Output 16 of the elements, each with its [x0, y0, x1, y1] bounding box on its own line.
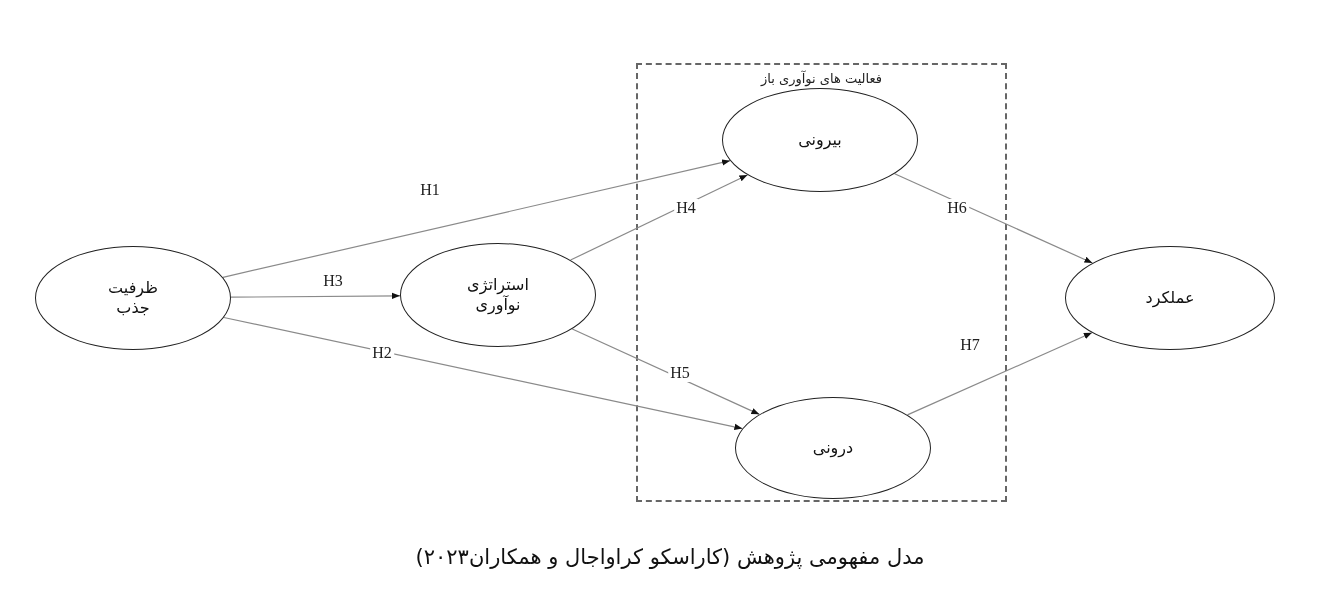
arrow	[223, 316, 743, 431]
construct-label: استراتژی نوآوری	[466, 275, 530, 315]
arrow	[570, 174, 748, 261]
group-title: فعالیت های نوآوری باز	[761, 71, 882, 86]
construct-label: بیرونی	[798, 130, 842, 150]
arrow	[894, 173, 1093, 264]
edge-label: H5	[668, 364, 692, 382]
construct-label: عملکرد	[1145, 288, 1195, 308]
figure-caption: مدل مفهومی پژوهش (کاراسکو کراواجال و همکاران۲۰۲۳)	[415, 545, 925, 569]
construct-label: درونی	[812, 438, 854, 458]
construct-label: ظرفیت جذب	[107, 278, 159, 318]
arrow	[230, 292, 401, 300]
arrow	[571, 328, 760, 415]
dashed-group-box	[636, 63, 1007, 502]
arrow	[906, 332, 1093, 416]
arrow	[222, 159, 731, 278]
